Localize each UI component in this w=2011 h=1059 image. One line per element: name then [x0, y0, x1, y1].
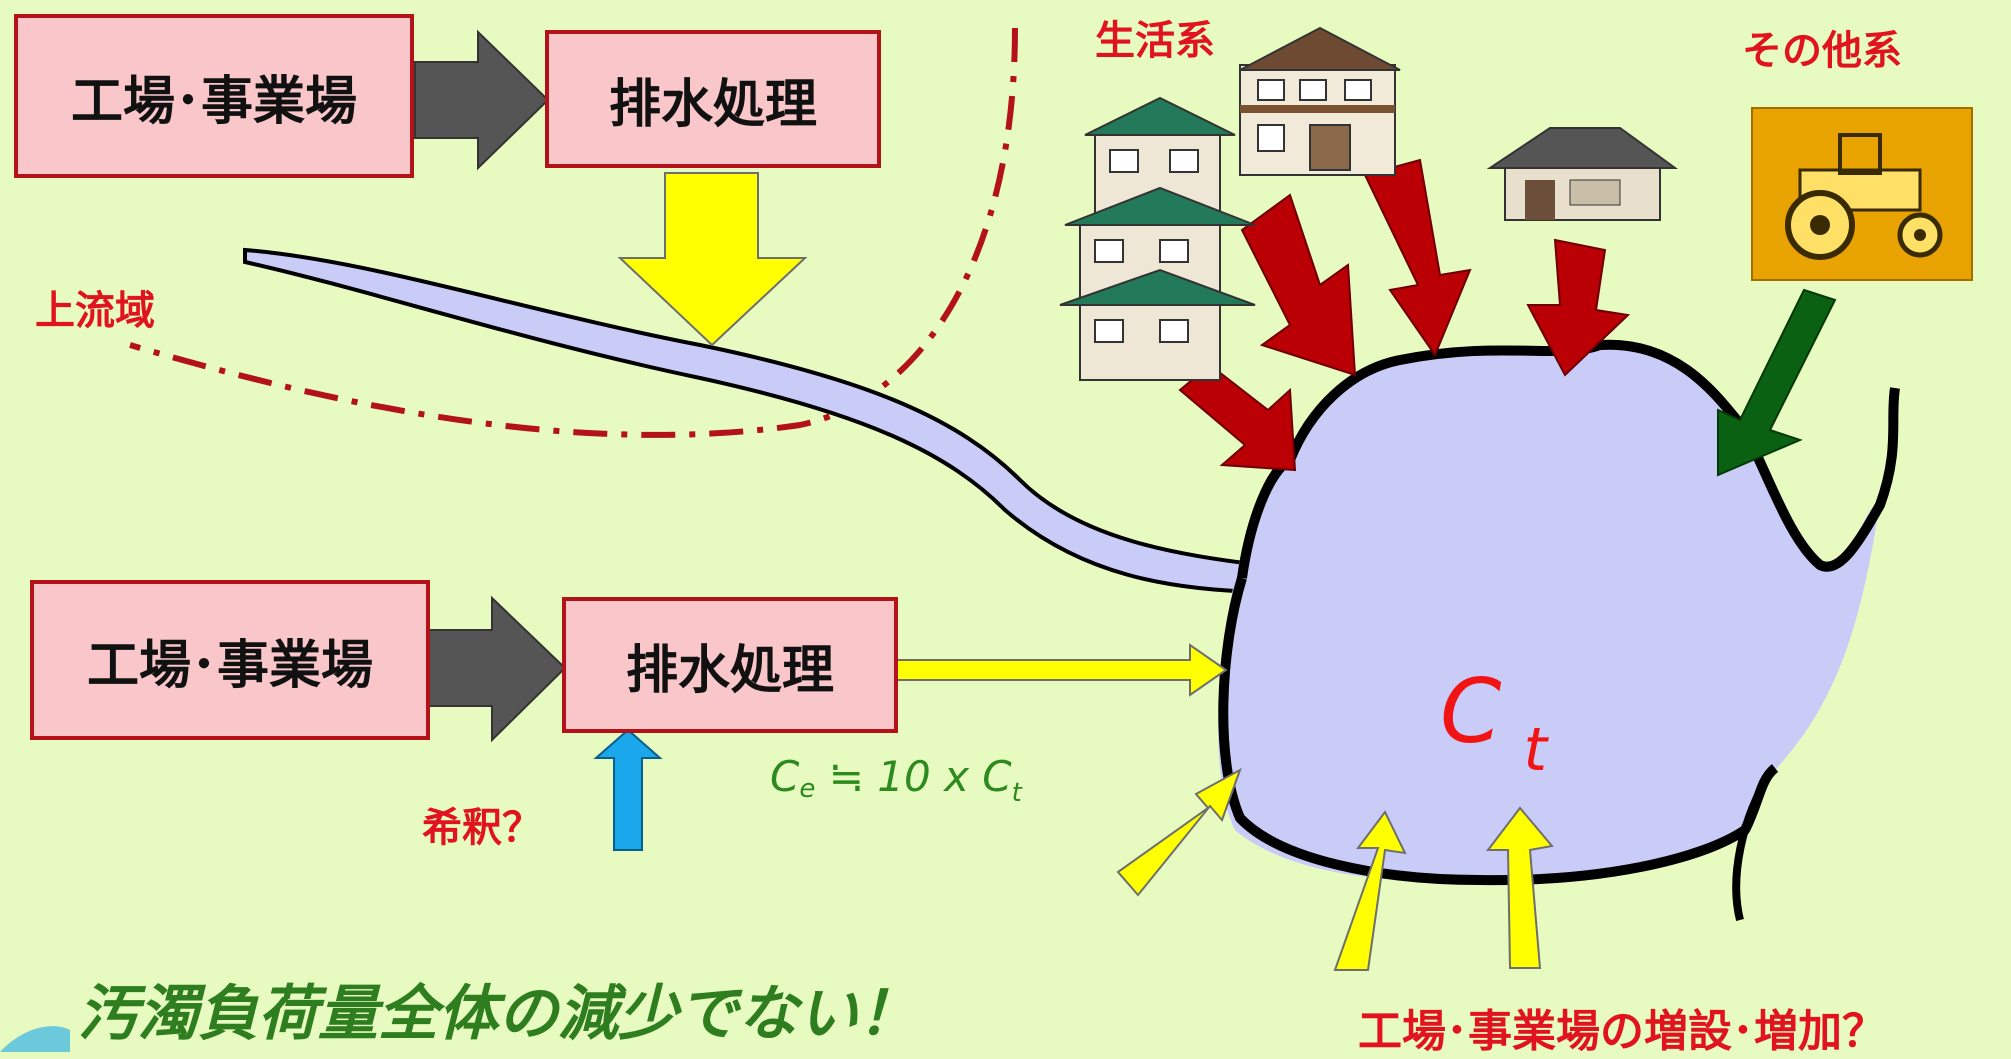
- lower-source-box: 工場･事業場: [30, 580, 430, 740]
- gray-arrow-upper: [414, 29, 550, 171]
- lower-treatment-box: 排水処理: [562, 597, 898, 733]
- ct-t: t: [1523, 715, 1547, 785]
- formula-e: e: [799, 774, 816, 804]
- yellow-down-arrow: [617, 172, 808, 347]
- upper-treatment-box: 排水処理: [545, 30, 881, 168]
- red-arrows: [1178, 158, 1631, 472]
- house-icon: [1059, 96, 1256, 381]
- lake: [1218, 344, 1880, 881]
- dilution-label: 希釈？: [422, 805, 542, 851]
- formula-approx: ≒: [828, 752, 864, 801]
- red-arrow-3: [1526, 238, 1631, 377]
- upper-source-box: 工場･事業場: [14, 14, 414, 178]
- house-icon: [1239, 26, 1401, 176]
- formula-mid: 10 x C: [877, 752, 1012, 801]
- lake-shoreline-south: [1732, 767, 1776, 921]
- tractor-icon: [1751, 107, 1973, 281]
- upstream-boundary: [129, 27, 1018, 438]
- red-arrow-1: [1240, 193, 1357, 377]
- green-arrow: [1717, 288, 1837, 477]
- other-label: その他系: [1742, 28, 1902, 74]
- formula-t: t: [1011, 778, 1022, 808]
- gray-arrow-lower: [427, 595, 567, 743]
- lake-shoreline: [1237, 339, 1900, 579]
- slogan-text: 汚濁負荷量全体の減少でない！: [78, 979, 918, 1049]
- yellow-effluent-arrow: [895, 643, 1228, 697]
- blue-dilution-arrow: [593, 728, 663, 851]
- red-arrow-2: [1363, 158, 1472, 358]
- ct-c: C: [1440, 660, 1502, 763]
- yellow-factory-arrows: [1116, 767, 1554, 971]
- domestic-label: 生活系: [1095, 18, 1215, 64]
- upstream-label: 上流域: [35, 288, 155, 334]
- yellow-arrow-bottom1: [1333, 810, 1407, 971]
- yellow-arrow-bottom2: [1485, 806, 1554, 969]
- farmhouse-icon: [1486, 127, 1679, 221]
- increase-label: 工場･事業場の増設･増加？: [1358, 1006, 1886, 1057]
- yellow-arrow-lowerleft: [1116, 767, 1242, 897]
- wave-decoration: [0, 1026, 70, 1052]
- formula-c: C: [770, 752, 800, 801]
- effluent-formula: Ce ≒ 10 x Ct: [770, 752, 1022, 808]
